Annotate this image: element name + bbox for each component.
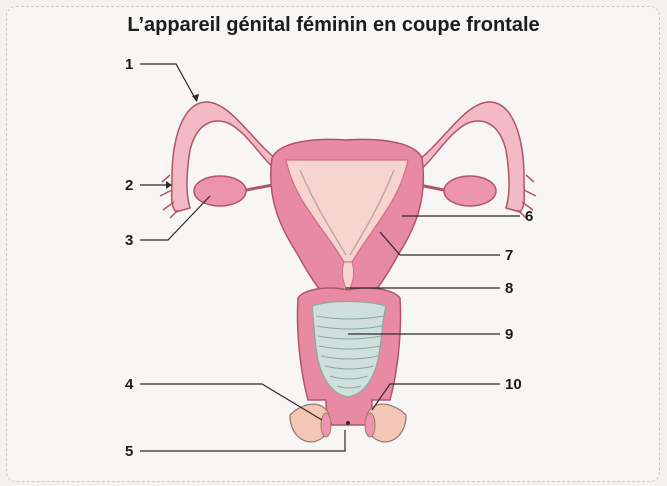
label-6: 6	[525, 208, 533, 225]
vaginal-orifice	[346, 421, 350, 425]
label-9: 9	[505, 326, 513, 343]
label-2: 2	[125, 177, 133, 194]
left-ovary	[194, 176, 246, 206]
right-labia-minora	[365, 413, 375, 437]
label-3: 3	[125, 232, 133, 249]
left-labia-minora	[321, 413, 331, 437]
label-4: 4	[125, 376, 134, 393]
label-1: 1	[125, 56, 133, 73]
right-ovary	[444, 176, 496, 206]
label-5: 5	[125, 443, 133, 460]
label-8: 8	[505, 280, 513, 297]
label-7: 7	[505, 247, 513, 264]
label-10: 10	[505, 376, 522, 393]
